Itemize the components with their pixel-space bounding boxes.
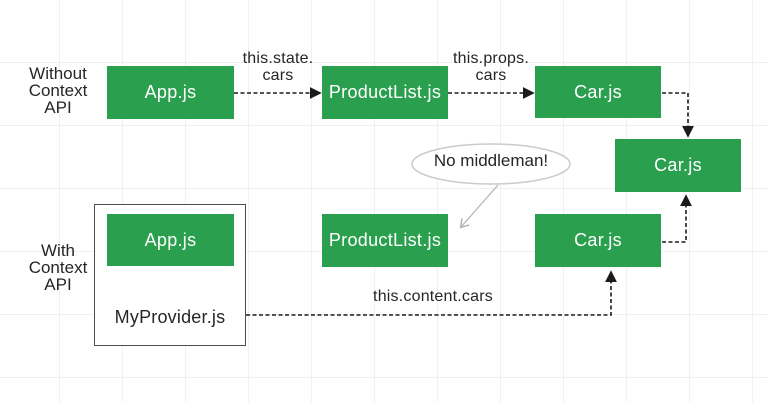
edge-label-line: cars xyxy=(262,67,294,84)
callout-text: No middleman! xyxy=(433,151,549,170)
label-line: Context xyxy=(28,258,88,277)
node-label: ProductList.js xyxy=(328,230,442,250)
label-without-context-api: Without Context API xyxy=(8,65,108,116)
node-label: App.js xyxy=(144,82,197,102)
node-label: Car.js xyxy=(654,155,702,175)
edge-label-props: this.props. cars xyxy=(441,50,541,84)
label-line: Context xyxy=(28,81,88,100)
node-car-with: Car.js xyxy=(535,214,661,267)
node-car-without: Car.js xyxy=(535,66,661,118)
label-line: Without xyxy=(29,64,87,83)
node-label: Car.js xyxy=(574,81,622,102)
node-car-child: Car.js xyxy=(615,139,741,192)
edge-provider-to-car-arrow xyxy=(246,270,617,316)
callout-tail-arrow xyxy=(459,184,499,229)
edge-label-line: this.props. xyxy=(452,50,529,67)
label-line: API xyxy=(44,98,72,117)
edge-car-with-to-car-child-arrow xyxy=(662,194,692,243)
label-with-context-api: With Context API xyxy=(8,242,108,293)
node-productlist-without: ProductList.js xyxy=(322,66,448,119)
edge-label-line: cars xyxy=(475,67,507,84)
node-productlist-with: ProductList.js xyxy=(322,214,448,267)
edge-label-line: this.state. xyxy=(242,50,314,67)
edge-car-to-car-child-arrow xyxy=(662,92,694,138)
node-myprovider-label: MyProvider.js xyxy=(114,307,226,327)
node-app-with: App.js xyxy=(107,214,234,266)
node-label: Car.js xyxy=(574,230,622,250)
edge-label-state: this.state. cars xyxy=(228,50,328,84)
node-app-without: App.js xyxy=(107,66,234,119)
callout-bubble xyxy=(411,143,571,185)
label-line: API xyxy=(44,275,72,294)
edge-label-content: this.content.cars xyxy=(373,288,493,305)
node-label: ProductList.js xyxy=(328,82,442,102)
label-line: With xyxy=(41,241,75,260)
node-label: App.js xyxy=(144,229,197,250)
